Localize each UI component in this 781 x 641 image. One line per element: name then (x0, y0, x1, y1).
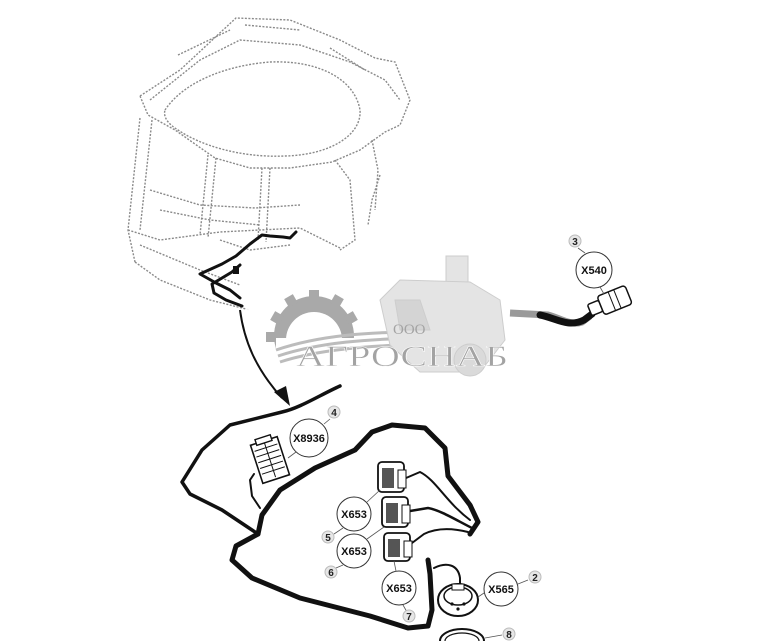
callout-x565[interactable]: X565 2 (477, 570, 542, 607)
x565-connector (437, 583, 479, 617)
item-number-badge (321, 530, 335, 544)
connector-label: X540 (581, 265, 607, 277)
connector-label: X565 (488, 584, 514, 596)
watermark-prefix: ООО (393, 322, 426, 338)
item-number: 3 (572, 237, 578, 248)
callout-item-8[interactable]: 8 (484, 627, 516, 641)
harvester-icon (379, 255, 506, 377)
item-number: 8 (506, 630, 512, 641)
watermark-name: АГРОСНАБ (296, 340, 508, 373)
item-number-badge (402, 609, 416, 623)
main-harness (180, 384, 481, 631)
callout-x653-5[interactable]: X653 5 (321, 489, 381, 544)
cab-clip (233, 266, 239, 274)
cab-frame-sketch (127, 17, 411, 311)
callout-x653-6[interactable]: X653 6 (324, 526, 385, 579)
item-number: 6 (328, 568, 334, 579)
connector-label: X653 (341, 546, 367, 558)
item-number-badge (502, 627, 516, 641)
item-number-badge (327, 405, 341, 419)
detail-arrow (239, 309, 290, 406)
item-number-badge (568, 234, 582, 248)
callout-x653-7[interactable]: X653 7 (381, 560, 417, 623)
x540-sensor (509, 285, 633, 327)
x8936-connector (249, 433, 291, 485)
connector-label: X8936 (293, 433, 325, 445)
item-number: 5 (325, 533, 331, 544)
item-number: 4 (331, 408, 337, 419)
item-number: 2 (532, 573, 538, 584)
connector-label: X653 (341, 509, 367, 521)
x653-connector-bottom (383, 532, 413, 562)
item-number-badge (324, 565, 338, 579)
x653-connector-middle (381, 496, 411, 528)
callout-x540[interactable]: 3 X540 (568, 234, 613, 295)
item-number-badge (528, 570, 542, 584)
x653-connector-top (377, 461, 407, 493)
connector-label: X653 (386, 583, 412, 595)
callout-x8936[interactable]: 4 X8936 (287, 405, 341, 459)
item-8-seal-ring (439, 628, 485, 641)
item-number: 7 (406, 612, 412, 623)
watermark-logo: ООО АГРОСНАБ (246, 254, 508, 384)
